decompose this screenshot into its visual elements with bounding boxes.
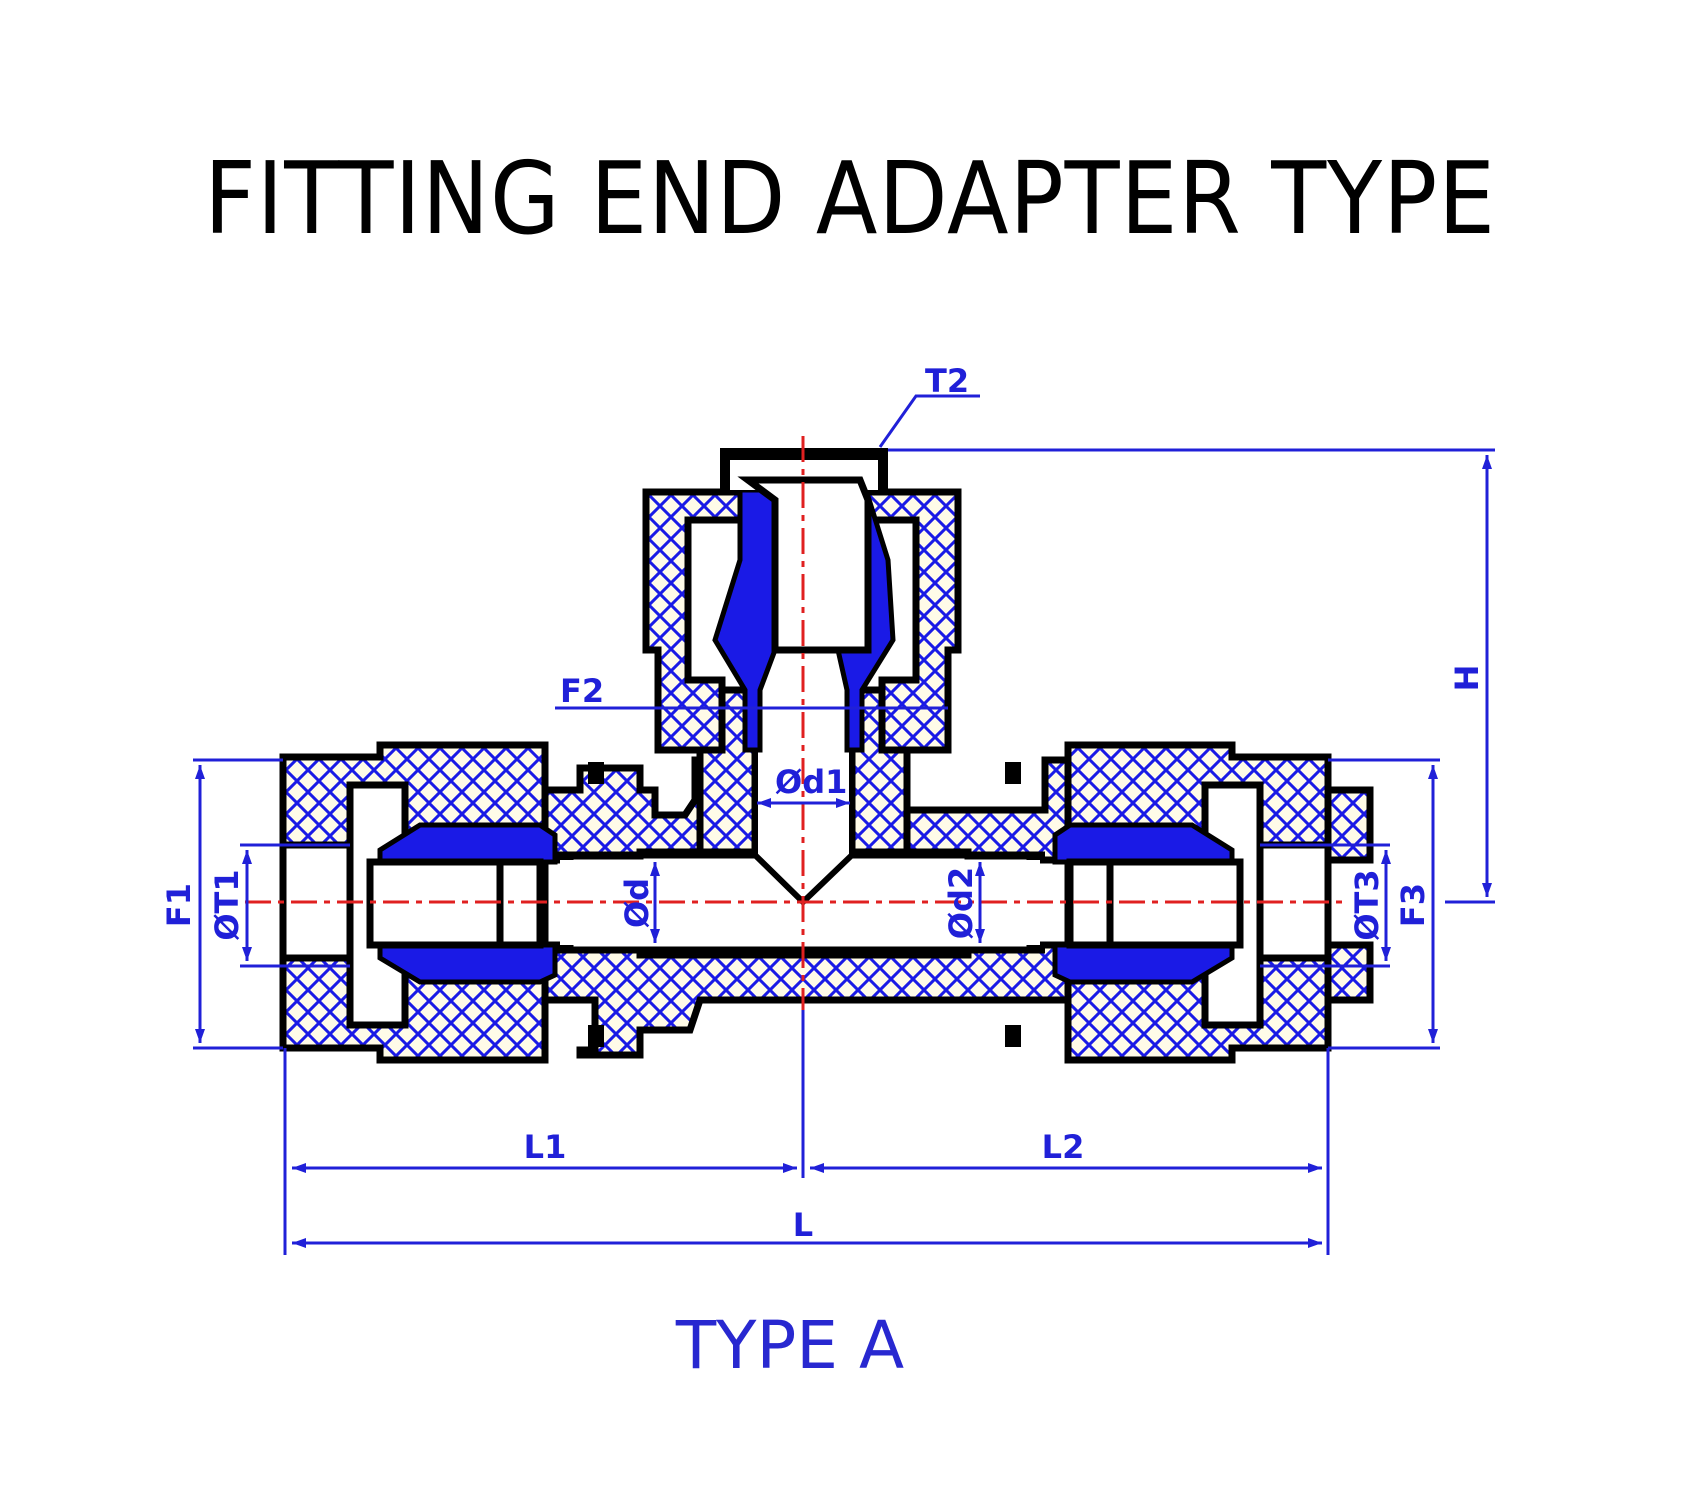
top-cap	[720, 448, 888, 654]
dim-label-h: H	[1448, 665, 1486, 692]
top-nut	[642, 488, 962, 754]
dim-label-t1: ØT1	[208, 869, 246, 940]
drawing-title: FITTING END ADAPTER TYPE	[204, 140, 1496, 257]
t2-leader	[878, 394, 980, 448]
type-label: TYPE A	[675, 1307, 904, 1384]
dim-label-t3: ØT3	[1348, 869, 1386, 940]
dim-label-d2: Ød2	[942, 867, 980, 939]
dim-label-d: Ød	[618, 878, 656, 928]
dim-label-f2: F2	[560, 672, 604, 710]
seal-marks	[588, 762, 1021, 1047]
dim-label-f1: F1	[160, 883, 198, 927]
dim-label-d1: Ød1	[775, 763, 847, 801]
dim-label-l: L	[793, 1206, 813, 1244]
dim-label-l2: L2	[1042, 1128, 1085, 1166]
dim-label-t2: T2	[925, 362, 969, 400]
dim-label-f3: F3	[1394, 883, 1432, 927]
arrowheads	[195, 455, 1492, 1248]
dim-label-l1: L1	[524, 1128, 567, 1166]
